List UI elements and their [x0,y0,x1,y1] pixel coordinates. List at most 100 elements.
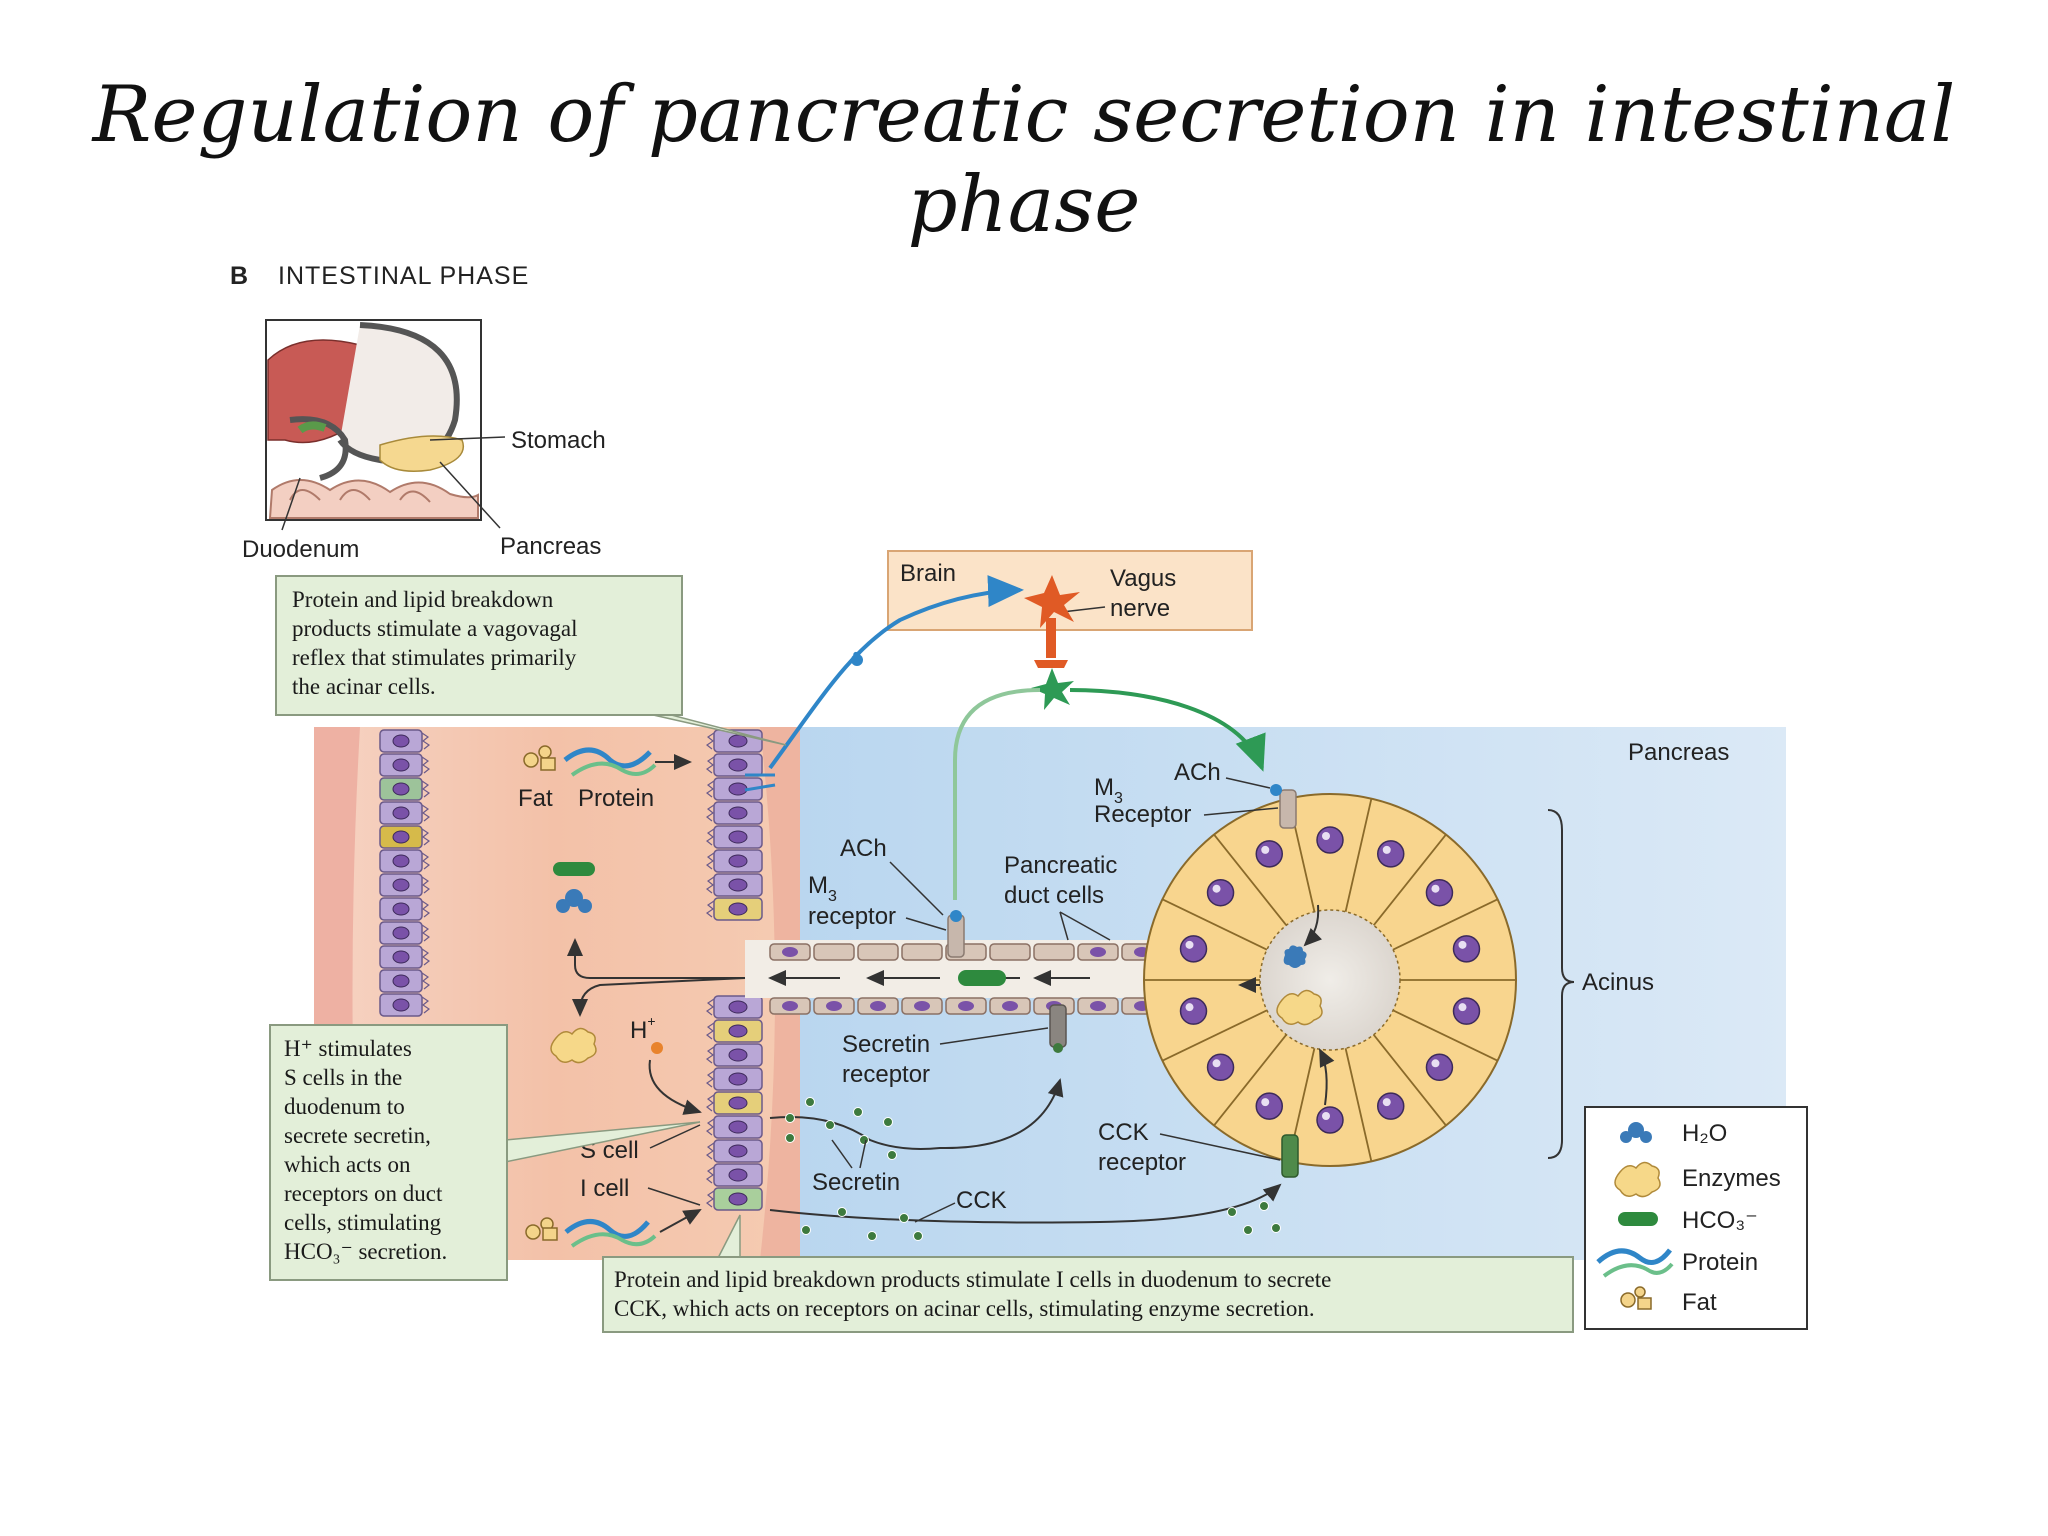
secretin-receptor [1049,1004,1067,1048]
secretin-label: Secretin [812,1169,900,1196]
secretin-molecules [785,1097,897,1160]
duct-bicarbonate [958,970,1006,986]
vagal-efferent-acinar [1069,688,1266,772]
secretin-receptor-label-2: receptor [842,1061,930,1088]
pancreas-region-label: Pancreas [1628,739,1729,766]
cck-receptor-label-2: receptor [1098,1149,1186,1176]
ach-acinar-label: ACh [1174,759,1221,786]
acinar-nucleus [1376,840,1405,868]
acinar-nucleus [1376,1092,1405,1120]
legend-fat-label: Fat [1682,1289,1717,1316]
acinar-nucleus [1206,1053,1235,1082]
callout-secretin-line-5: which acts on [284,1152,411,1177]
acinar-nucleus [1179,935,1208,963]
fat-icon [1620,1286,1652,1310]
duct-cells-label-1: Pancreatic [1004,852,1117,879]
duct-cell [1033,943,1075,961]
duct-cell [857,943,899,961]
ach-duct-label: ACh [840,835,887,862]
callout-secretin: H⁺ stimulates S cells in the duodenum to… [269,1024,701,1281]
callout-secretin-line-4: secrete secretin, [284,1123,431,1148]
m3-duct-label: M3 [808,872,837,905]
legend-water-label: H₂O [1682,1120,1727,1147]
right-epithelium [705,729,763,1211]
lumen-water [556,889,592,913]
water-icon [1620,1122,1652,1143]
fat-particle-bottom [525,1217,558,1241]
brain-label: Brain [900,560,956,587]
callout-cck-line-1: Protein and lipid breakdown products sti… [614,1267,1331,1292]
acinar-nucleus [1425,1053,1454,1082]
protein-label: Protein [578,785,654,812]
acinus-brace [1547,809,1575,1159]
vagus-label-1: Vagus [1110,565,1176,592]
i-cell-label: I cell [580,1175,629,1202]
vagal-efferent-duct [953,688,1041,900]
slide-title: Regulation of pancreatic secretion in in… [92,70,1956,250]
inset-duodenum-label: Duodenum [242,536,359,563]
duct-cells-label-2: duct cells [1004,882,1104,909]
acinar-nucleus [1206,878,1235,907]
h-plus-label: H+ [630,1013,656,1044]
protein-strand-bottom [564,1219,657,1248]
callout-vagovagal-line-1: Protein and lipid breakdown [292,587,554,612]
callout-secretin-line-7: cells, stimulating [284,1210,442,1235]
callout-cck-line-2: CCK, which acts on receptors on acinar c… [614,1296,1315,1321]
callout-secretin-line-2: S cells in the [284,1065,402,1090]
m3-acinar-label-2: Receptor [1094,801,1191,828]
acinus-label: Acinus [1582,969,1654,996]
acinar-nucleus [1179,997,1208,1025]
inset-stomach-label: Stomach [511,427,606,454]
callout-vagovagal-line-3: reflex that stimulates primarily [292,645,577,670]
secretin-receptor-label-1: Secretin [842,1031,930,1058]
efferent-neuron [1031,668,1074,710]
acinar-nucleus [1452,997,1481,1025]
duct-cell [901,943,943,961]
callout-vagovagal-line-2: products stimulate a vagovagal [292,616,578,641]
callout-secretin-line-8: HCO₃⁻ secretion. [284,1239,447,1264]
fat-label: Fat [518,785,553,812]
lumen-enzymes [550,1027,597,1064]
m3-duct-label-2: receptor [808,903,896,930]
vagal-afferent-path [768,575,1024,770]
callout-secretin-line-6: receptors on duct [284,1181,443,1206]
acinar-nucleus [1452,935,1481,963]
m3-acinar-receptor [1279,789,1297,829]
acinus [1143,793,1517,1167]
h-plus-ion [651,1042,663,1054]
secretin-path [769,1078,1064,1150]
duct-cell [813,943,855,961]
cck-receptor [1281,1134,1299,1178]
fat-particle-top [523,745,556,771]
protein-strand-top [563,747,657,777]
legend-enzymes-label: Enzymes [1682,1165,1781,1192]
bicarbonate-icon [1618,1212,1658,1226]
acinar-nucleus [1316,1106,1344,1134]
acinar-nucleus [1316,826,1344,854]
duct-cell [989,943,1031,961]
acinar-nucleus [1255,840,1284,868]
m3-acinar-label: M3 [1094,774,1123,807]
protein-icon [1596,1248,1674,1278]
inset-pancreas-label: Pancreas [500,533,601,560]
anatomy-inset [265,319,482,521]
cck-molecules [801,1201,1281,1241]
brain-neuron [1024,575,1080,668]
panel-heading: INTESTINAL PHASE [278,262,529,290]
enzymes-icon [1614,1161,1661,1198]
panel-letter: B [230,262,249,290]
acinar-nucleus [1425,878,1454,907]
cck-path [769,1183,1282,1224]
acinar-nucleus [1255,1092,1284,1120]
legend-protein-label: Protein [1682,1249,1758,1276]
callout-secretin-line-1: H⁺ stimulates [284,1036,412,1061]
cck-receptor-label-1: CCK [1098,1119,1149,1146]
acinar-lumen [1259,909,1401,1051]
callout-cck: Protein and lipid breakdown products sti… [602,1214,1574,1333]
left-epithelium [379,729,431,1017]
legend-bicarbonate-label: HCO₃⁻ [1682,1207,1758,1234]
callout-vagovagal: Protein and lipid breakdown products sti… [275,575,787,746]
lumen-bicarbonate [553,862,595,876]
cck-label: CCK [956,1187,1007,1214]
